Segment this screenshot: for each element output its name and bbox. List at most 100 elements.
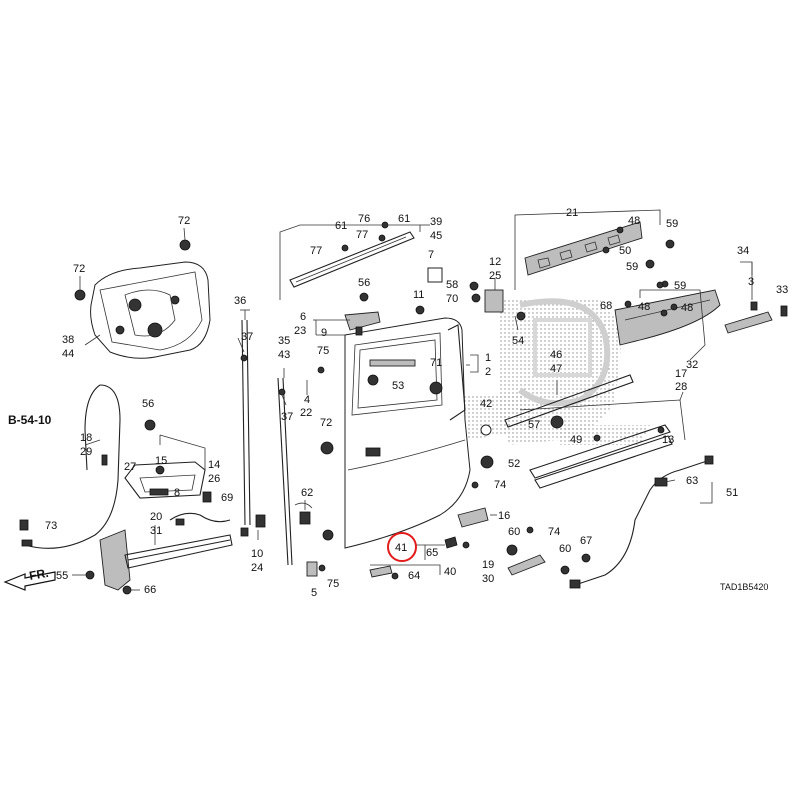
lower-small-parts	[369, 481, 591, 580]
callout-label: 77	[356, 229, 368, 241]
callout-label: 69	[221, 492, 233, 504]
callout-label: 7	[428, 249, 434, 261]
bolt-parts	[19, 491, 212, 595]
reference-label[interactable]: B-54-10	[8, 413, 52, 427]
callout-label: 52	[508, 458, 520, 470]
cable-part	[21, 384, 121, 549]
callout-label: 48	[681, 302, 693, 314]
callout-label: 10	[251, 548, 263, 560]
callout-label: 51	[726, 487, 738, 499]
front-direction-arrow	[3, 571, 56, 591]
diagram-code: TAD1B5420	[720, 582, 768, 592]
callout-label: 75	[327, 578, 339, 590]
callout-label: 39	[430, 216, 442, 228]
callout-label: 37	[241, 331, 253, 343]
callout-label: 23	[294, 325, 306, 337]
callout-label: 37	[281, 411, 293, 423]
callout-label: 61	[335, 220, 347, 232]
callout-label: 66	[144, 584, 156, 596]
callout-label: 6	[300, 311, 306, 323]
callout-label: 27	[124, 461, 136, 473]
callout-label: 11	[413, 289, 424, 301]
sliding-door-panel-part	[344, 317, 471, 549]
callout-label: 56	[142, 398, 154, 410]
lower-rail-part	[504, 374, 634, 442]
callout-label: 17	[675, 368, 687, 380]
callout-label: 54	[512, 335, 524, 347]
callout-label: 77	[310, 245, 322, 257]
lock-rod-parts	[240, 319, 313, 566]
callout-label: 72	[73, 263, 85, 275]
callout-label: 60	[508, 526, 520, 538]
highlighted-callout-label[interactable]: 41	[395, 542, 407, 554]
callout-label: 21	[566, 207, 578, 219]
callout-label: 38	[62, 334, 74, 346]
callout-label: 74	[494, 479, 506, 491]
lower-garnish-part	[529, 424, 673, 489]
callout-label: 62	[301, 487, 313, 499]
callout-label: 59	[674, 280, 686, 292]
callout-label: 68	[600, 300, 612, 312]
callout-label: 53	[392, 380, 404, 392]
callout-label: 25	[489, 270, 501, 282]
callout-label: 9	[321, 327, 327, 339]
callout-label: 15	[155, 455, 167, 467]
callout-label: 50	[619, 245, 631, 257]
callout-label: 40	[444, 566, 456, 578]
callout-label: 20	[150, 511, 162, 523]
callout-label: 22	[300, 407, 312, 419]
callout-label: 55	[56, 570, 68, 582]
callout-label: 58	[446, 279, 458, 291]
callout-label: 67	[580, 535, 592, 547]
callout-label: 30	[482, 573, 494, 585]
callout-label: 72	[178, 215, 190, 227]
door-clips	[320, 305, 494, 469]
callout-label: 57	[528, 419, 540, 431]
callout-label: 42	[480, 398, 492, 410]
callout-label: 32	[686, 359, 698, 371]
callout-label: 12	[489, 256, 501, 268]
callout-label: 48	[628, 215, 640, 227]
callout-label: 36	[234, 295, 246, 307]
callout-label: 8	[174, 487, 180, 499]
callout-label: 47	[550, 363, 562, 375]
door-motor-part	[99, 512, 233, 591]
callout-label: 1	[485, 352, 491, 364]
callout-label: 64	[408, 570, 420, 582]
callout-label: 33	[776, 284, 788, 296]
callout-label: 35	[278, 335, 290, 347]
window-molding-part	[289, 221, 415, 288]
callout-label: 70	[446, 293, 458, 305]
callout-label: 29	[80, 446, 92, 458]
callout-label: 71	[430, 357, 442, 369]
callout-label: 59	[666, 218, 678, 230]
callout-label: 16	[498, 510, 510, 522]
lock-parts	[427, 267, 526, 321]
callout-label: 56	[358, 277, 370, 289]
callout-label: 31	[150, 525, 162, 537]
callout-label: 49	[570, 434, 582, 446]
lock-cable-part	[569, 455, 714, 589]
callout-label: 75	[317, 345, 329, 357]
rear-garnish-part	[614, 280, 721, 346]
leader-lines	[72, 209, 753, 591]
front-label: FR.	[28, 566, 49, 583]
door-trim-panel-part	[90, 261, 211, 359]
callout-label: 4	[304, 394, 310, 406]
callout-label: 59	[626, 261, 638, 273]
callout-label: 44	[62, 348, 74, 360]
callout-label: 14	[208, 459, 220, 471]
callout-label: 72	[320, 417, 332, 429]
callout-label: 48	[638, 301, 650, 313]
callout-label: 2	[485, 366, 491, 378]
upper-garnish-part	[524, 221, 675, 276]
hinge-part	[344, 292, 381, 336]
callout-label: 28	[675, 381, 687, 393]
watermark-outline	[518, 298, 611, 407]
callout-label: 18	[80, 432, 92, 444]
callout-label: 74	[548, 526, 560, 538]
bracket-parts	[306, 366, 334, 577]
callout-labels: B-54-10 FR. TAD1B5420 72 72 38 44 36 37 …	[8, 207, 788, 599]
